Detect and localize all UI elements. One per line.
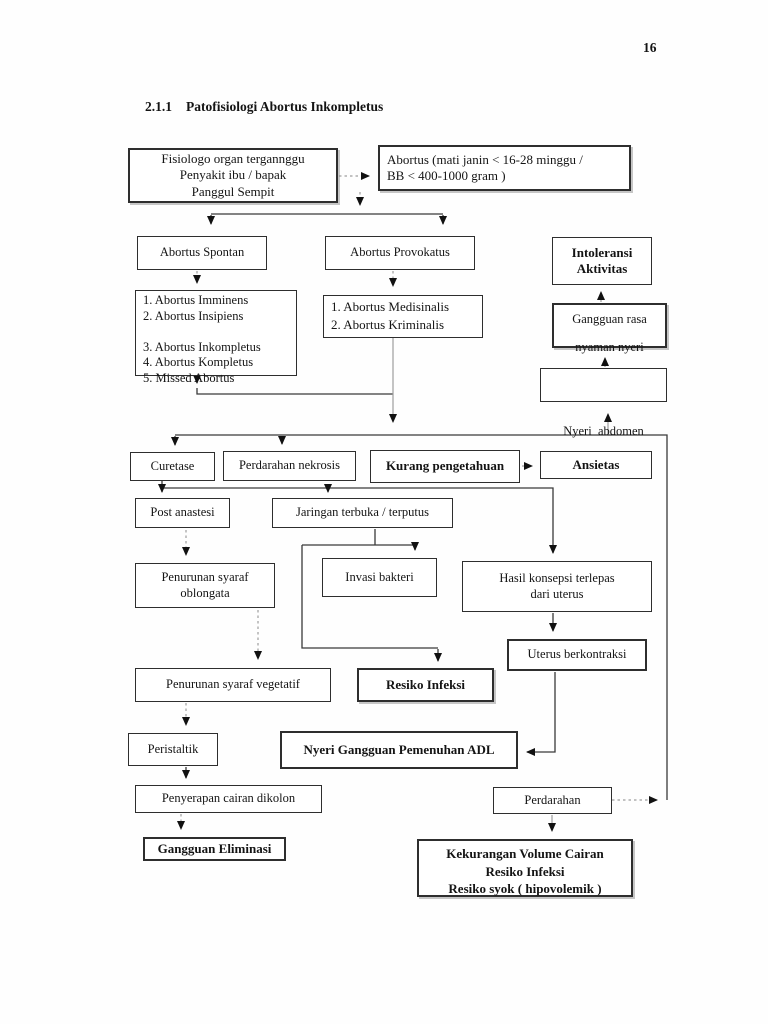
node-gangguan-eliminasi: Gangguan Eliminasi bbox=[143, 837, 286, 861]
list-item: 3. Abortus Inkompletus bbox=[143, 339, 261, 354]
node-post-anastesi-label: Post anastesi bbox=[150, 505, 215, 520]
node-invasi-bakteri-label: Invasi bakteri bbox=[345, 569, 414, 584]
node-post-anastesi: Post anastesi bbox=[135, 498, 230, 528]
node-kekurangan-line3: Resiko syok ( hipovolemik ) bbox=[448, 881, 602, 896]
node-peristaltik-label: Peristaltik bbox=[147, 741, 199, 756]
node-abortus-definition-line1: Abortus (mati janin < 16-28 minggu / bbox=[387, 151, 583, 167]
node-nyeri-adl-label: Nyeri Gangguan Pemenuhan ADL bbox=[303, 741, 495, 757]
node-fisiologo-line2: Penyakit ibu / bapak bbox=[179, 167, 287, 183]
section-title: Patofisiologi Abortus Inkompletus bbox=[186, 99, 384, 114]
node-intoleransi-line2: Aktivitas bbox=[576, 261, 628, 276]
section-heading: 2.1.1 Patofisiologi Abortus Inkompletus bbox=[145, 99, 383, 115]
list-item: 2. Abortus Kriminalis bbox=[331, 317, 445, 332]
node-perdarahan: Perdarahan bbox=[493, 787, 612, 814]
node-perdarahan-label: Perdarahan bbox=[524, 792, 581, 807]
node-penurunan-syaraf-vegetatif: Penurunan syaraf vegetatif bbox=[135, 668, 331, 702]
node-gangguan-rasa-line1: Gangguan rasa bbox=[572, 312, 647, 326]
list-item-blank bbox=[143, 324, 146, 340]
node-fisiologo-line3: Panggul Sempit bbox=[191, 183, 275, 199]
node-hasil-konsepsi: Hasil konsepsi terlepas dari uterus bbox=[462, 561, 652, 612]
node-curetase: Curetase bbox=[130, 452, 215, 481]
list-item: 4. Abortus Kompletus bbox=[143, 355, 254, 369]
node-jaringan-terbuka-label: Jaringan terbuka / terputus bbox=[296, 505, 429, 520]
list-item: 1. Abortus Imminens bbox=[143, 293, 249, 307]
node-provokatus-types-list: 1. Abortus Medisinalis 2. Abortus Krimin… bbox=[323, 295, 483, 338]
node-spontan-types-list: 1. Abortus Imminens 2. Abortus Insipiens… bbox=[135, 290, 297, 385]
node-resiko-infeksi: Resiko Infeksi bbox=[357, 668, 494, 702]
node-abortus-definition-line2: BB < 400-1000 gram ) bbox=[387, 168, 506, 183]
node-jaringan-terbuka: Jaringan terbuka / terputus bbox=[272, 498, 453, 528]
node-hasil-konsepsi-line2: dari uterus bbox=[530, 586, 584, 601]
node-resiko-infeksi-label: Resiko Infeksi bbox=[385, 676, 466, 692]
node-abortus-spontan-label: Abortus Spontan bbox=[159, 245, 245, 260]
node-penyerapan-label: Penyerapan cairan dikolon bbox=[161, 791, 296, 806]
node-oblongata-line1: Penurunan syaraf bbox=[161, 569, 249, 584]
node-nyeri-abdomen-label: Nyeri abdomen bbox=[563, 423, 644, 438]
node-gangguan-eliminasi-label: Gangguan Eliminasi bbox=[157, 840, 272, 856]
node-intoleransi-aktivitas: Intoleransi Aktivitas bbox=[552, 237, 652, 285]
node-hasil-konsepsi-line1: Hasil konsepsi terlepas bbox=[499, 570, 615, 585]
node-invasi-bakteri: Invasi bakteri bbox=[322, 558, 437, 597]
node-gangguan-rasa-nyaman-nyeri: Gangguan rasa nyaman nyeri bbox=[552, 303, 667, 354]
node-gangguan-rasa-line2: nyaman nyeri bbox=[575, 339, 644, 354]
node-uterus-berkontraksi-label: Uterus berkontraksi bbox=[527, 647, 627, 662]
node-perdarahan-nekrosis: Perdarahan nekrosis bbox=[223, 451, 356, 481]
node-curetase-label: Curetase bbox=[150, 458, 195, 473]
list-item: 2. Abortus Insipiens bbox=[143, 308, 244, 323]
node-kekurangan-line1: Kekurangan Volume Cairan bbox=[446, 846, 604, 861]
node-kurang-pengetahuan: Kurang pengetahuan bbox=[370, 450, 520, 483]
page-number: 16 bbox=[643, 40, 657, 55]
node-oblongata-line2: oblongata bbox=[180, 585, 230, 600]
node-intoleransi-line1: Intoleransi bbox=[571, 244, 633, 260]
node-nyeri-abdomen: Nyeri abdomen bbox=[540, 368, 667, 438]
node-abortus-spontan: Abortus Spontan bbox=[137, 236, 267, 270]
node-nyeri-gangguan-pemenuhan-adl: Nyeri Gangguan Pemenuhan ADL bbox=[280, 731, 518, 769]
node-perdarahan-nekrosis-label: Perdarahan nekrosis bbox=[238, 458, 340, 473]
node-abortus-provokatus: Abortus Provokatus bbox=[325, 236, 475, 270]
node-peristaltik: Peristaltik bbox=[128, 733, 218, 766]
node-abortus-definition: Abortus (mati janin < 16-28 minggu / BB … bbox=[378, 145, 631, 191]
node-penyerapan-cairan: Penyerapan cairan dikolon bbox=[135, 785, 322, 813]
section-number: 2.1.1 bbox=[145, 99, 172, 114]
node-kekurangan-line2: Resiko Infeksi bbox=[485, 863, 565, 879]
node-kurang-pengetahuan-label: Kurang pengetahuan bbox=[385, 458, 505, 474]
node-ansietas-label: Ansietas bbox=[572, 456, 620, 472]
node-fisiologo: Fisiologo organ tergannggu Penyakit ibu … bbox=[128, 148, 338, 203]
node-vegetatif-label: Penurunan syaraf vegetatif bbox=[166, 677, 300, 692]
node-penurunan-syaraf-oblongata: Penurunan syaraf oblongata bbox=[135, 563, 275, 608]
node-ansietas: Ansietas bbox=[540, 451, 652, 479]
node-uterus-berkontraksi: Uterus berkontraksi bbox=[507, 639, 647, 671]
node-kekurangan-volume-cairan: Kekurangan Volume Cairan Resiko Infeksi … bbox=[417, 839, 633, 897]
node-abortus-provokatus-label: Abortus Provokatus bbox=[350, 245, 450, 260]
node-fisiologo-line1: Fisiologo organ tergannggu bbox=[161, 150, 305, 166]
list-item: 1. Abortus Medisinalis bbox=[331, 299, 450, 314]
list-item: 5. Missed Abortus bbox=[143, 370, 235, 385]
